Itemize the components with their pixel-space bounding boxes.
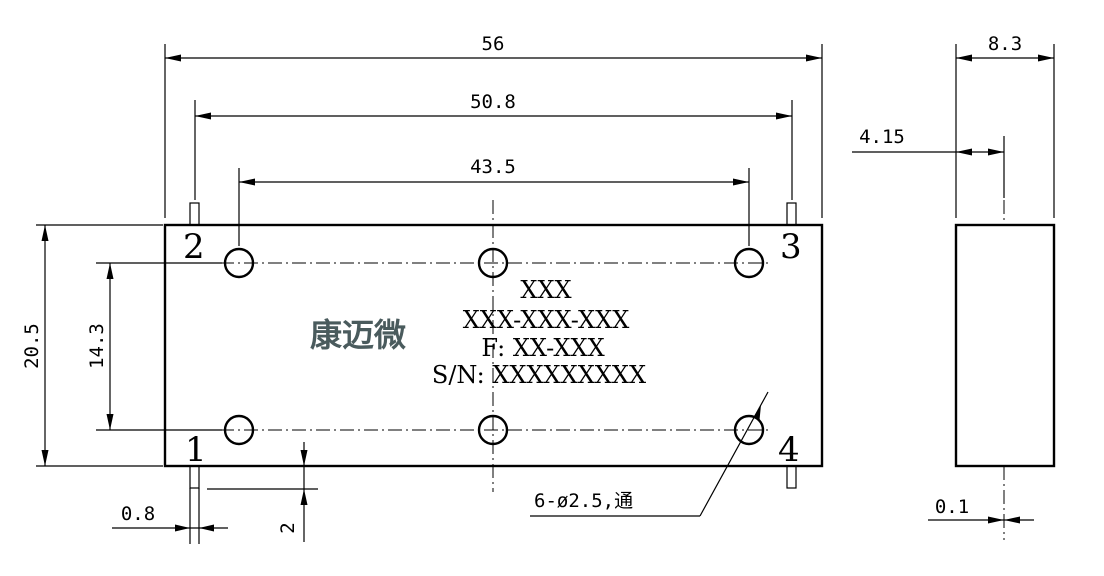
- hole-top-left: [223, 247, 255, 279]
- dim-body-height: 20.5: [21, 224, 163, 467]
- pin-number-3: 3: [780, 227, 802, 267]
- dim-pin-gap: 0.1: [928, 496, 1034, 524]
- dim-pin-length: 2: [207, 442, 318, 542]
- hole-top-right: [733, 247, 765, 279]
- svg-text:50.8: 50.8: [470, 91, 516, 113]
- svg-text:0.8: 0.8: [121, 503, 155, 525]
- pin-3-stub: [786, 202, 797, 226]
- pin-2-stub: [189, 202, 200, 226]
- hole-bottom-right: [733, 414, 765, 446]
- pin-1-stub: [189, 465, 200, 489]
- side-view: 8.3 4.15 0.1: [852, 33, 1056, 540]
- dim-hole-row-spacing: 14.3: [86, 262, 222, 431]
- pin-number-4: 4: [778, 430, 800, 470]
- brand-logo: 康迈微: [310, 316, 406, 354]
- pin-number-1: 1: [185, 430, 207, 470]
- front-view: 2 3 1 4 康迈微 XXX XXX-XXX-XXX F: XX-XXX S/…: [21, 33, 824, 544]
- hole-top-center: [477, 247, 509, 279]
- svg-text:56: 56: [482, 33, 505, 55]
- svg-text:0.1: 0.1: [935, 496, 969, 518]
- dim-pin-offset: 4.15: [852, 126, 1005, 198]
- svg-text:8.3: 8.3: [988, 33, 1022, 55]
- hole-bottom-center: [477, 414, 509, 446]
- dim-outer-pin-spacing: 50.8: [194, 91, 793, 200]
- svg-text:43.5: 43.5: [470, 156, 516, 178]
- svg-text:4.15: 4.15: [859, 126, 905, 148]
- label-line-2: XXX-XXX-XXX: [463, 306, 630, 334]
- svg-text:14.3: 14.3: [86, 323, 108, 369]
- dim-overall-length: 56: [164, 33, 823, 218]
- svg-text:2: 2: [277, 522, 299, 533]
- pin-4-stub: [786, 465, 797, 489]
- label-line-4: S/N: XXXXXXXXX: [432, 361, 646, 389]
- dim-hole-spacing: 43.5: [238, 156, 750, 246]
- svg-text:20.5: 20.5: [21, 323, 43, 369]
- label-line-1: XXX: [520, 276, 571, 304]
- dim-thickness: 8.3: [955, 33, 1055, 218]
- dim-pin-width: 0.8: [112, 488, 228, 544]
- side-body: [954, 223, 1056, 468]
- svg-text:6-ø2.5,通: 6-ø2.5,通: [534, 490, 633, 512]
- pin-number-2: 2: [183, 227, 205, 267]
- hole-bottom-left: [223, 414, 255, 446]
- hole-callout: 6-ø2.5,通: [530, 391, 769, 517]
- label-line-3: F: XX-XXX: [481, 334, 604, 362]
